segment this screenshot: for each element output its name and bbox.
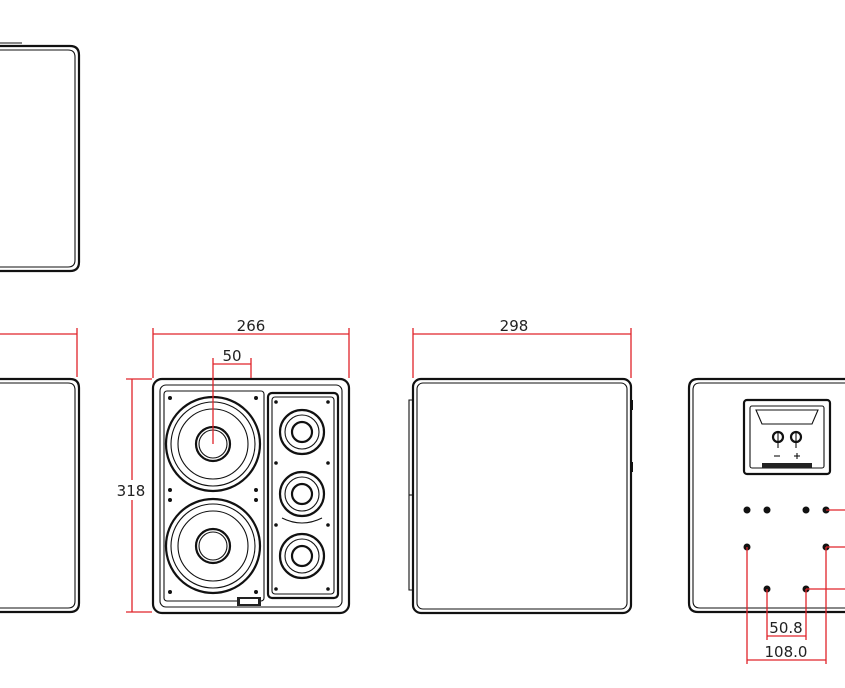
front-dimensions: 266 50 318: [114, 317, 350, 613]
woofer-bottom: [164, 497, 262, 595]
tweeter-center: [274, 470, 330, 527]
binding-post-terminal: [742, 398, 832, 476]
hole-spacing-small-label: 50.8: [769, 619, 802, 637]
height-dimension-label: 318: [117, 482, 146, 500]
mid-driver-bottom: [274, 532, 330, 591]
woofer-baffle: [163, 390, 265, 602]
driver-offset-label: 50: [222, 347, 241, 365]
front-view: [151, 377, 351, 615]
mounting-holes: [743, 506, 830, 593]
side-view: 298: [408, 317, 633, 615]
top-view-partial: [0, 42, 81, 273]
depth-dimension-label: 298: [500, 317, 529, 335]
mid-driver-top: [274, 400, 330, 465]
hole-spacing-large-label: 108.0: [765, 643, 808, 661]
back-view: 50.8 108.0: [687, 377, 845, 664]
tweeter-panel: [266, 391, 340, 600]
width-dimension-label: 266: [237, 317, 266, 335]
side-view-partial-left: [0, 328, 81, 614]
back-dimensions: 50.8 108.0: [746, 509, 845, 664]
